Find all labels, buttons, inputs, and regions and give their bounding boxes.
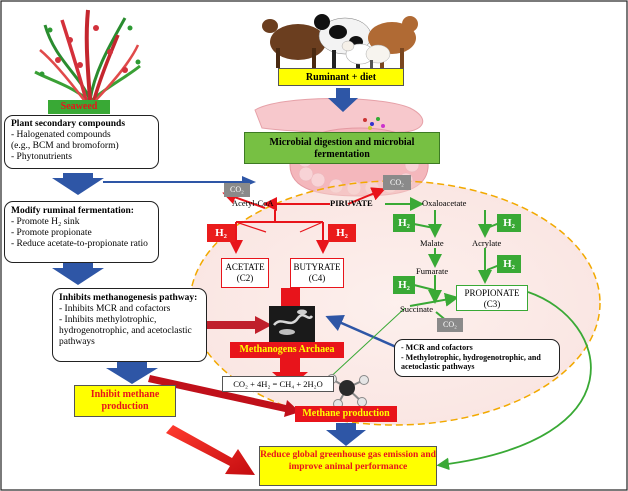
acetate-carbon: (C2): [236, 273, 254, 283]
mcr-item: - Methylotrophic, hydrogenotrophic, and …: [401, 352, 541, 372]
inhibit-methane-label: Inhibit methane production: [74, 385, 176, 417]
co2-left-label: CO₂: [224, 183, 250, 197]
inhibit-methanogenesis-title: Inhibits methanogenesis pathway:: [59, 293, 198, 303]
methanogens-archaea-label: Methanogens Archaea: [230, 342, 344, 358]
archaea-image: [269, 306, 315, 342]
plant-compounds-box: Plant secondary compounds - Halogenated …: [4, 115, 159, 169]
acetate-name: ACETATE: [225, 262, 265, 272]
h2-green-label: H₂: [393, 214, 415, 232]
butyrate-name: BUTYRATE: [293, 262, 341, 272]
seaweed-label: Seaweed: [48, 100, 110, 114]
methane-equation: CO₂ + 4H₂ = CH₄ + 2H₂O: [222, 376, 334, 392]
modify-fermentation-item: - Promote H₂ sink: [11, 217, 80, 227]
acrylate-label: Acrylate: [472, 238, 502, 248]
inhibit-methanogenesis-item: - Inhibits methylotrophic, hydrogenotrop…: [59, 315, 192, 347]
animals-illustration: [262, 14, 418, 68]
modify-fermentation-title: Modify ruminal fermentation:: [11, 206, 134, 216]
co2-right-label: CO₂: [383, 175, 411, 190]
h2-green-label: H₂: [497, 214, 521, 232]
green-pathway: [323, 197, 592, 471]
plant-compounds-title: Plant secondary compounds: [11, 119, 126, 129]
butyrate-box: BUTYRATE (C4): [290, 258, 344, 288]
reduce-emission-label: Reduce global greenhouse gas emission an…: [259, 446, 437, 486]
fumarate-label: Fumarate: [416, 266, 449, 276]
ruminant-diet-label: Ruminant + diet: [278, 68, 404, 86]
propionate-carbon: (C3): [483, 299, 501, 309]
propionate-box: PROPIONATE (C3): [456, 285, 528, 311]
acetyl-coa-label: Acetyl-CoA: [232, 198, 274, 208]
mcr-pathways-box: - MCR and cofactors - Methylotrophic, hy…: [394, 339, 560, 377]
h2-red-label: H₂: [207, 224, 235, 242]
inhibit-methanogenesis-item: - Inhibits MCR and cofactors: [59, 304, 171, 314]
acetate-box: ACETATE (C2): [221, 258, 269, 288]
methane-production-label: Methane production: [295, 406, 397, 422]
h2-green-label: H₂: [393, 276, 415, 294]
blue-arrows: [52, 88, 404, 446]
plant-compound-item: (e.g., BCM and bromoform): [11, 141, 119, 151]
h2-green-label: H₂: [497, 255, 521, 273]
modify-fermentation-item: - Reduce acetate-to-propionate ratio: [11, 239, 148, 249]
oxaloacetate-label: Oxaloacetate: [422, 198, 467, 208]
inhibit-methanogenesis-box: Inhibits methanogenesis pathway: - Inhib…: [52, 288, 207, 362]
malate-label: Malate: [420, 238, 444, 248]
modify-fermentation-box: Modify ruminal fermentation: - Promote H…: [4, 201, 159, 263]
butyrate-carbon: (C4): [308, 273, 326, 283]
piruvate-label: PIRUVATE: [330, 198, 373, 208]
mcr-item: - MCR and cofactors: [401, 343, 473, 352]
h2-red-label: H₂: [328, 224, 356, 242]
plant-compound-item: - Phytonutrients: [11, 152, 72, 162]
microbial-digestion-label: Microbial digestion and microbial fermen…: [244, 132, 440, 164]
red-pathway: [222, 187, 386, 254]
plant-compound-item: - Halogenated compounds: [11, 130, 111, 140]
succinate-label: Succinate: [400, 304, 434, 314]
co2-succinate-label: CO₂: [437, 318, 463, 332]
modify-fermentation-item: - Promote propionate: [11, 228, 92, 238]
seaweed-illustration: [34, 9, 141, 102]
propionate-name: PROPIONATE: [464, 288, 520, 298]
